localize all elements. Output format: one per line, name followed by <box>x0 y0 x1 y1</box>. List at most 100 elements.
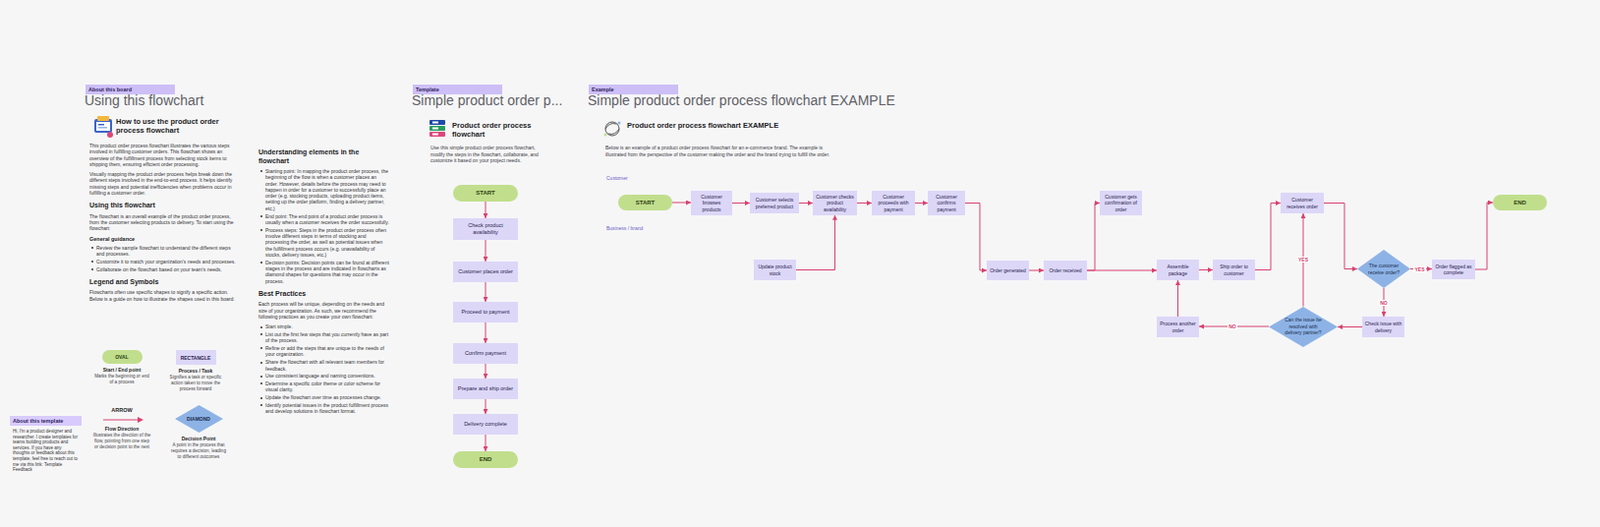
flow-arrow <box>857 202 872 204</box>
node-label: Check product availability <box>455 222 516 236</box>
paragraph: This product order process flowchart ill… <box>89 142 237 168</box>
flow-arrow <box>1177 280 1179 317</box>
process-box: Ship order to customer <box>1212 259 1256 281</box>
lane-label: Customer <box>606 174 629 181</box>
node-label: Process another order <box>1158 320 1198 334</box>
legend-text: Illustrates the direction of the flow, p… <box>92 432 152 450</box>
shape-name: DIAMOND <box>186 415 211 422</box>
process-box: Order received <box>1043 260 1087 281</box>
flow-arrow <box>1323 203 1358 270</box>
edge-label: YES <box>1297 256 1310 263</box>
shape-name: RECTANGLE <box>180 354 212 361</box>
flow-arrow <box>1086 203 1100 272</box>
bullet-item: Refine or add the steps that are unique … <box>258 344 391 358</box>
bullet-item: Decision points: Decision points can be … <box>258 259 391 285</box>
node-label: Order generated <box>989 267 1027 275</box>
flow-arrow <box>485 239 487 262</box>
terminal-oval: END <box>453 451 518 468</box>
paragraph: The flowchart is an overall example of t… <box>89 213 237 232</box>
heading: Legend and Symbols <box>89 278 237 287</box>
legend-shape: DIAMOND <box>174 404 224 433</box>
node-label: Customer gets confirmation of order <box>1101 193 1141 214</box>
node-label: Assemble package <box>1158 263 1198 277</box>
bullet-item: Identify potential issues in the product… <box>258 401 391 415</box>
heading: How to use the product order process flo… <box>89 116 237 135</box>
legend-text: ARROW <box>92 406 152 413</box>
node-label: Ship order to customer <box>1214 263 1254 277</box>
flow-arrow <box>1199 269 1213 271</box>
text-column: Understanding elements in the flowchartS… <box>258 142 391 416</box>
node-label: Order received <box>1048 267 1082 275</box>
legend-oval: OVALStart / End pointMarks the beginning… <box>92 349 152 386</box>
legend-caption: Process / Task <box>166 367 226 374</box>
process-box: Order flagged as complete <box>1431 259 1476 280</box>
bullet-item: Determine a specific color theme or colo… <box>258 380 391 394</box>
board-icon <box>94 115 114 138</box>
diamond-fill <box>1357 249 1411 288</box>
card-title: Product order process flowchart EXAMPLE <box>627 120 1563 130</box>
bullet-item: Share the flowchart with all relevant te… <box>258 358 391 372</box>
frame-background <box>598 171 1568 222</box>
bullet-item: Starting point: In mapping the product o… <box>258 168 391 212</box>
legend-description: Signifies a task or specific action take… <box>166 374 226 392</box>
flow-arrow <box>485 434 487 452</box>
frame-title: Using this flowchart <box>84 92 204 109</box>
node-label: The customer receive order? <box>1367 262 1400 276</box>
flow-arrow <box>485 282 487 302</box>
template-card: Product order process flowchartUse this … <box>424 115 556 497</box>
flow-arrow <box>914 202 928 204</box>
node-label: END <box>1513 199 1527 207</box>
flow-arrow <box>1255 203 1281 271</box>
node-label: Customer confirms payment <box>929 193 964 214</box>
node-label: Customer receives order <box>1282 196 1322 210</box>
process-box: Customer checks product availability <box>812 190 858 216</box>
frame-title: Simple product order p... <box>411 92 563 109</box>
legend-diamond: DIAMONDDecision PointA point in the proc… <box>169 404 229 459</box>
legend-description: Marks the beginning or end of a process <box>92 373 152 386</box>
text-column: How to use the product order process flo… <box>89 116 237 306</box>
heading: Understanding elements in the flowchart <box>258 148 391 166</box>
flow-arrow <box>485 322 487 343</box>
process-box: Customer proceeds with payment <box>871 190 915 216</box>
node-label: END <box>479 456 493 463</box>
node-label: Confirm payment <box>464 349 507 357</box>
node-label: Customer checks product availability <box>814 193 856 214</box>
flow-arrow <box>1086 270 1157 272</box>
card-title: Product order process flowchart <box>452 120 550 139</box>
card-description: Below is an example of a product order p… <box>605 144 832 158</box>
bullet-item: List out the first few steps that you cu… <box>258 331 391 344</box>
flow-arrow <box>1028 270 1044 272</box>
note-header: About this template <box>9 415 82 426</box>
node-label: START <box>635 199 656 207</box>
node-label: Update product stock <box>755 263 795 277</box>
process-box: Customer places order <box>453 261 518 283</box>
node-label: Check issue with delivery <box>1364 320 1403 334</box>
swimlane: CustomerSTARTCustomer browses productsCu… <box>598 171 1568 222</box>
bullet-item: Process steps: Steps in the product orde… <box>258 227 391 258</box>
process-box: Customer confirms payment <box>927 190 966 216</box>
process-box: Check issue with delivery <box>1362 316 1405 338</box>
bullet-item: Use consistent language and naming conve… <box>258 372 391 379</box>
bullet-item: End point: The end point of a product or… <box>258 213 391 227</box>
heading: Best Practices <box>258 289 391 299</box>
board-frame: About this boardUsing this flowchartOVAL… <box>85 112 399 473</box>
diamond-fill <box>1268 306 1338 347</box>
flow-arrow <box>732 202 750 204</box>
process-box: Proceed to payment <box>453 301 518 323</box>
shape-name: OVAL <box>114 353 129 360</box>
process-box: Delivery complete <box>453 413 518 435</box>
flow-arrow <box>965 203 987 272</box>
legend-rectangle: RECTANGLE Process / TaskSignifies a task … <box>166 349 226 392</box>
paragraph: Visually mapping the product order proce… <box>89 171 237 196</box>
paragraph: Flowcharts often use specific shapes to … <box>89 288 237 302</box>
flow-arrow <box>672 202 691 204</box>
decision-diamond: Can the issue be resolved with delivery … <box>1268 306 1338 347</box>
note-body: Hi, I'm a product designer and researche… <box>9 425 82 476</box>
process-box: Confirm payment <box>453 342 518 364</box>
process-box: Process another order <box>1156 316 1200 338</box>
legend-shape: OVAL <box>102 349 143 364</box>
node-label: Customer selects preferred product <box>751 196 798 210</box>
bullet-item: Update the flowchart over time as proces… <box>258 394 391 400</box>
